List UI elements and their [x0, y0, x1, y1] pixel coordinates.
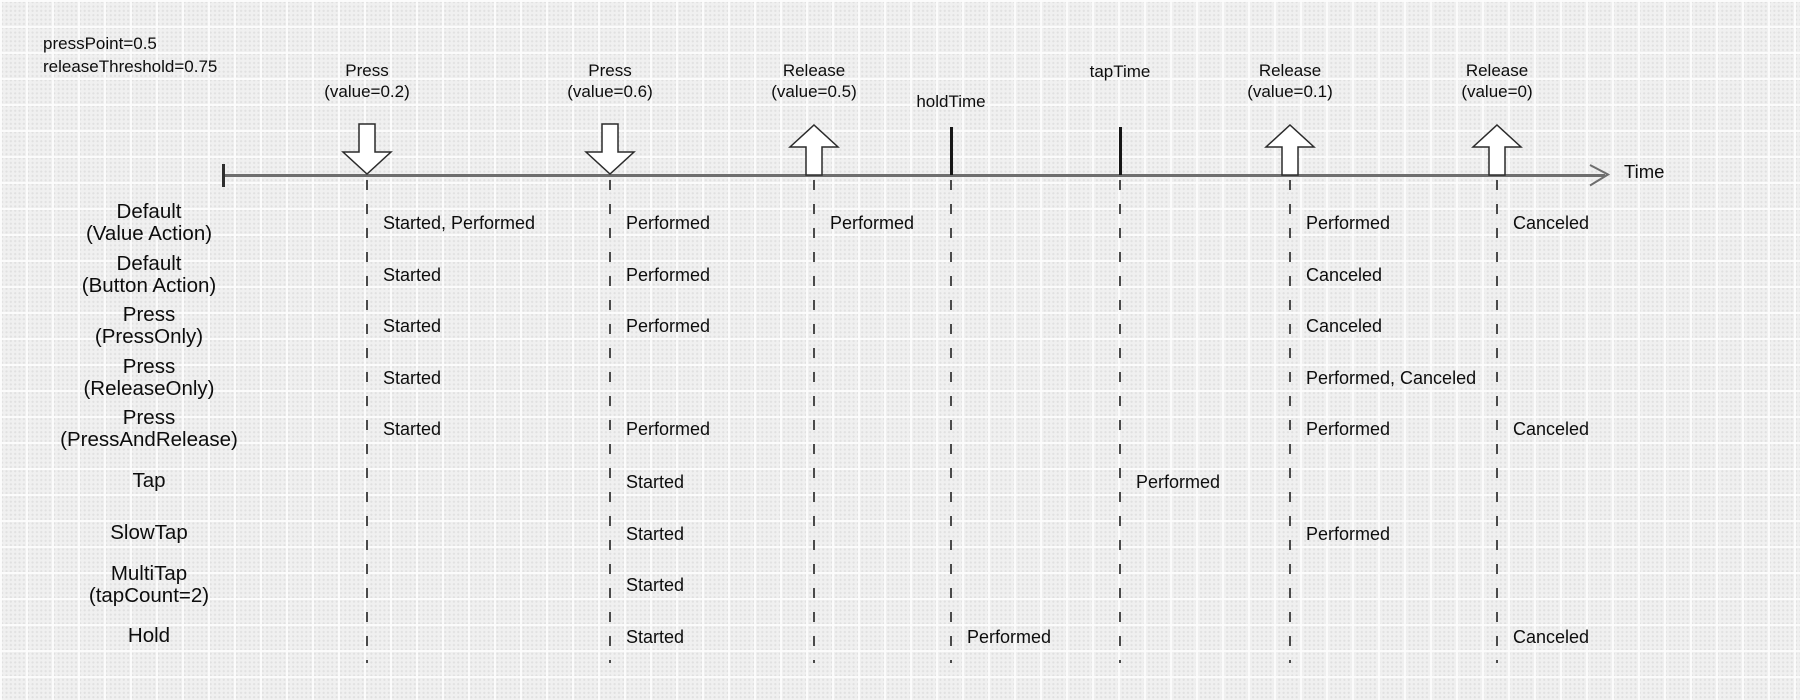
row-label-slowtap: SlowTap — [9, 522, 289, 544]
phase-cell-press-pressandrelease-press-value-0.2: Started — [383, 419, 442, 439]
phase-cell-default-value-action-release-value-0.5: Performed — [830, 213, 915, 233]
phase-cell-press-pressandrelease-release-value-0: Canceled — [1513, 419, 1590, 439]
phase-cell-hold-release-value-0: Canceled — [1513, 627, 1590, 647]
phase-cell-default-button-action-press-value-0.2: Started — [383, 265, 442, 285]
phase-cell-press-pressonly-press-value-0.6: Performed — [626, 316, 711, 336]
press-down-arrow-icon — [341, 123, 393, 175]
event-label-release-value-0.5: Release(value=0.5) — [684, 61, 944, 102]
row-label-line: (ReleaseOnly) — [83, 377, 215, 400]
event-label-line: (value=0.6) — [567, 81, 653, 101]
event-label-line: tapTime — [1089, 62, 1151, 81]
phase-cell-press-pressandrelease-press-value-0.6: Performed — [626, 419, 711, 439]
phase-cell-press-releaseonly-press-value-0.2: Started — [383, 368, 442, 388]
hold-time-tick-marker — [950, 127, 953, 175]
event-label-line: (value=0.5) — [771, 81, 857, 101]
phase-cell-slowtap-release-value-0.1: Performed — [1306, 524, 1391, 544]
event-label-line: (value=0) — [1461, 81, 1533, 101]
phase-cell-press-pressonly-press-value-0.2: Started — [383, 316, 442, 336]
event-dashed-line-release-value-0 — [1496, 180, 1498, 663]
row-label-press-pressonly: Press(PressOnly) — [9, 304, 289, 348]
row-label-line: Default — [116, 200, 182, 223]
event-dashed-line-hold-time — [950, 180, 952, 663]
phase-cell-default-value-action-release-value-0: Canceled — [1513, 213, 1590, 233]
event-dashed-line-tap-time — [1119, 180, 1121, 663]
release-up-arrow-icon — [788, 124, 840, 176]
settings-note: pressPoint=0.5 releaseThreshold=0.75 — [43, 33, 217, 78]
event-label-line: holdTime — [916, 92, 986, 111]
time-axis-label: Time — [1624, 161, 1665, 182]
row-label-press-pressandrelease: Press(PressAndRelease) — [9, 407, 289, 451]
event-label-tap-time: tapTime — [990, 62, 1250, 83]
row-label-line: (tapCount=2) — [88, 584, 210, 607]
row-label-line: Default — [116, 252, 182, 275]
event-label-line: Release — [1258, 61, 1322, 80]
event-label-release-value-0.1: Release(value=0.1) — [1160, 61, 1420, 102]
row-label-line: Press — [122, 355, 176, 378]
phase-cell-multitap-tapcount-2-press-value-0.6: Started — [626, 575, 685, 595]
row-label-line: MultiTap — [110, 562, 188, 585]
release-up-arrow-icon — [1264, 124, 1316, 176]
phase-cell-default-value-action-press-value-0.2: Started, Performed — [383, 213, 536, 233]
time-axis-line — [223, 174, 1605, 177]
row-label-line: Press — [122, 303, 176, 326]
event-label-press-value-0.6: Press(value=0.6) — [480, 61, 740, 102]
row-label-multitap-tapcount-2: MultiTap(tapCount=2) — [9, 563, 289, 607]
phase-cell-default-value-action-press-value-0.6: Performed — [626, 213, 711, 233]
time-axis-arrowhead-icon — [1589, 164, 1610, 187]
settings-line-releasethreshold: releaseThreshold=0.75 — [43, 56, 218, 76]
row-label-hold: Hold — [9, 625, 289, 647]
row-label-line: (PressOnly) — [94, 325, 204, 348]
event-label-press-value-0.2: Press(value=0.2) — [237, 61, 497, 102]
row-label-line: (Value Action) — [85, 222, 213, 245]
press-down-arrow-icon — [584, 123, 636, 175]
event-dashed-line-release-value-0.5 — [813, 180, 815, 663]
event-label-line: Press — [345, 61, 389, 80]
row-label-tap: Tap — [9, 470, 289, 492]
phase-cell-press-pressandrelease-release-value-0.1: Performed — [1306, 419, 1391, 439]
event-label-line: Release — [782, 61, 846, 80]
phase-cell-hold-hold-time: Performed — [967, 627, 1052, 647]
time-axis-start-tick — [222, 164, 225, 187]
phase-cell-default-button-action-release-value-0.1: Canceled — [1306, 265, 1383, 285]
event-label-line: (value=0.1) — [1247, 81, 1333, 101]
release-up-arrow-icon — [1471, 124, 1523, 176]
phase-cell-tap-tap-time: Performed — [1136, 472, 1221, 492]
row-label-line: (PressAndRelease) — [60, 428, 238, 451]
phase-cell-tap-press-value-0.6: Started — [626, 472, 685, 492]
row-label-line: SlowTap — [110, 521, 188, 544]
event-dashed-line-release-value-0.1 — [1289, 180, 1291, 663]
row-label-line: Press — [122, 406, 176, 429]
row-label-line: (Button Action) — [81, 274, 217, 297]
row-label-press-releaseonly: Press(ReleaseOnly) — [9, 356, 289, 400]
phase-cell-slowtap-press-value-0.6: Started — [626, 524, 685, 544]
settings-line-presspoint: pressPoint=0.5 — [43, 34, 157, 53]
event-dashed-line-press-value-0.6 — [609, 180, 611, 663]
event-label-line: (value=0.2) — [324, 81, 410, 101]
row-label-default-button-action: Default(Button Action) — [9, 253, 289, 297]
row-label-line: Tap — [132, 469, 166, 492]
phase-cell-default-value-action-release-value-0.1: Performed — [1306, 213, 1391, 233]
phase-cell-hold-press-value-0.6: Started — [626, 627, 685, 647]
event-label-line: Press — [588, 61, 632, 80]
row-label-line: Hold — [127, 624, 171, 647]
event-label-line: Release — [1465, 61, 1529, 80]
phase-cell-default-button-action-press-value-0.6: Performed — [626, 265, 711, 285]
event-dashed-line-press-value-0.2 — [366, 180, 368, 663]
tap-time-tick-marker — [1119, 127, 1122, 175]
phase-cell-press-releaseonly-release-value-0.1: Performed, Canceled — [1306, 368, 1477, 388]
event-label-hold-time: holdTime — [821, 92, 1081, 113]
row-label-default-value-action: Default(Value Action) — [9, 201, 289, 245]
phase-cell-press-pressonly-release-value-0.1: Canceled — [1306, 316, 1383, 336]
event-label-release-value-0: Release(value=0) — [1367, 61, 1627, 102]
